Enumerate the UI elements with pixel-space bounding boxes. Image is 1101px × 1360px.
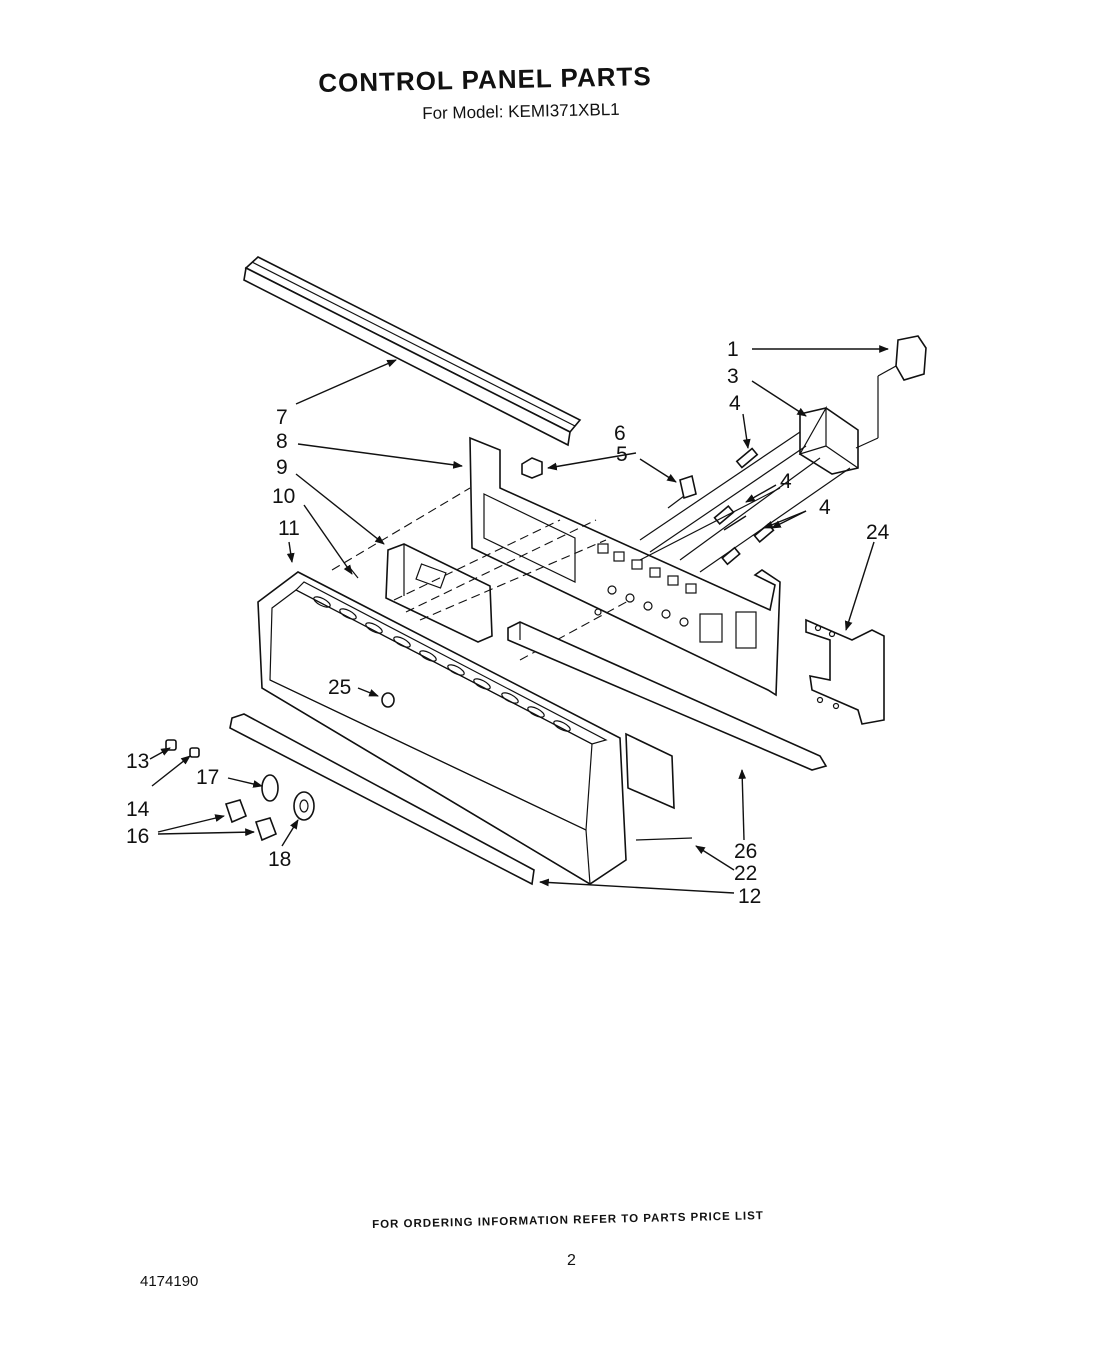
- callout-4-middle: 4: [780, 470, 792, 493]
- callout-6: 6: [614, 422, 626, 445]
- callout-26: 26: [734, 840, 757, 863]
- callout-1: 1: [727, 338, 739, 361]
- part-9-display-board: [385, 543, 493, 643]
- callout-10: 10: [272, 485, 295, 508]
- callout-22: 22: [734, 862, 757, 885]
- callout-12: 12: [738, 885, 761, 908]
- part-24-side-bracket: [805, 618, 885, 725]
- part-1-switch: [877, 335, 927, 381]
- callout-8: 8: [276, 430, 288, 453]
- leader-lines: [149, 345, 889, 894]
- callout-24: 24: [866, 521, 890, 544]
- part-25-plug: [381, 692, 395, 708]
- connecting-lines: [639, 376, 879, 573]
- callout-25: 25: [328, 676, 351, 699]
- part-16-knobs: [224, 799, 278, 842]
- callout-3: 3: [727, 365, 739, 388]
- callout-16: 16: [126, 825, 149, 848]
- part-17-washer: [261, 774, 279, 802]
- callout-18: 18: [268, 848, 291, 871]
- callout-numbers: 1 3 4 6 5 4 4 24 7 8 9 10 11 25 13 17 14…: [126, 338, 890, 908]
- part-7-trim-strip: [243, 256, 582, 447]
- callout-4-upper: 4: [729, 392, 741, 415]
- callout-4-lower: 4: [819, 496, 831, 519]
- callout-11: 11: [278, 517, 300, 540]
- part-22-window: [625, 732, 693, 841]
- page-number: 2: [567, 1252, 576, 1269]
- callout-13: 13: [126, 750, 149, 773]
- callout-5: 5: [616, 443, 628, 466]
- part-18-seal: [293, 791, 315, 821]
- part-5-screw: [667, 474, 697, 509]
- callout-7: 7: [276, 406, 288, 429]
- part-6-nut: [521, 457, 543, 479]
- part-3-timer: [798, 405, 859, 475]
- callout-9: 9: [276, 456, 288, 479]
- part-11-control-panel: [257, 571, 627, 885]
- part-26-lower-bracket: [507, 621, 828, 771]
- part-13-screw: [165, 739, 177, 751]
- callout-17: 17: [196, 766, 219, 789]
- callout-14: 14: [126, 798, 150, 821]
- document-number: 4174190: [140, 1273, 199, 1290]
- part-12-bottom-trim: [229, 713, 535, 886]
- part-14-screw: [189, 747, 200, 758]
- part-8-bracket: [469, 436, 781, 697]
